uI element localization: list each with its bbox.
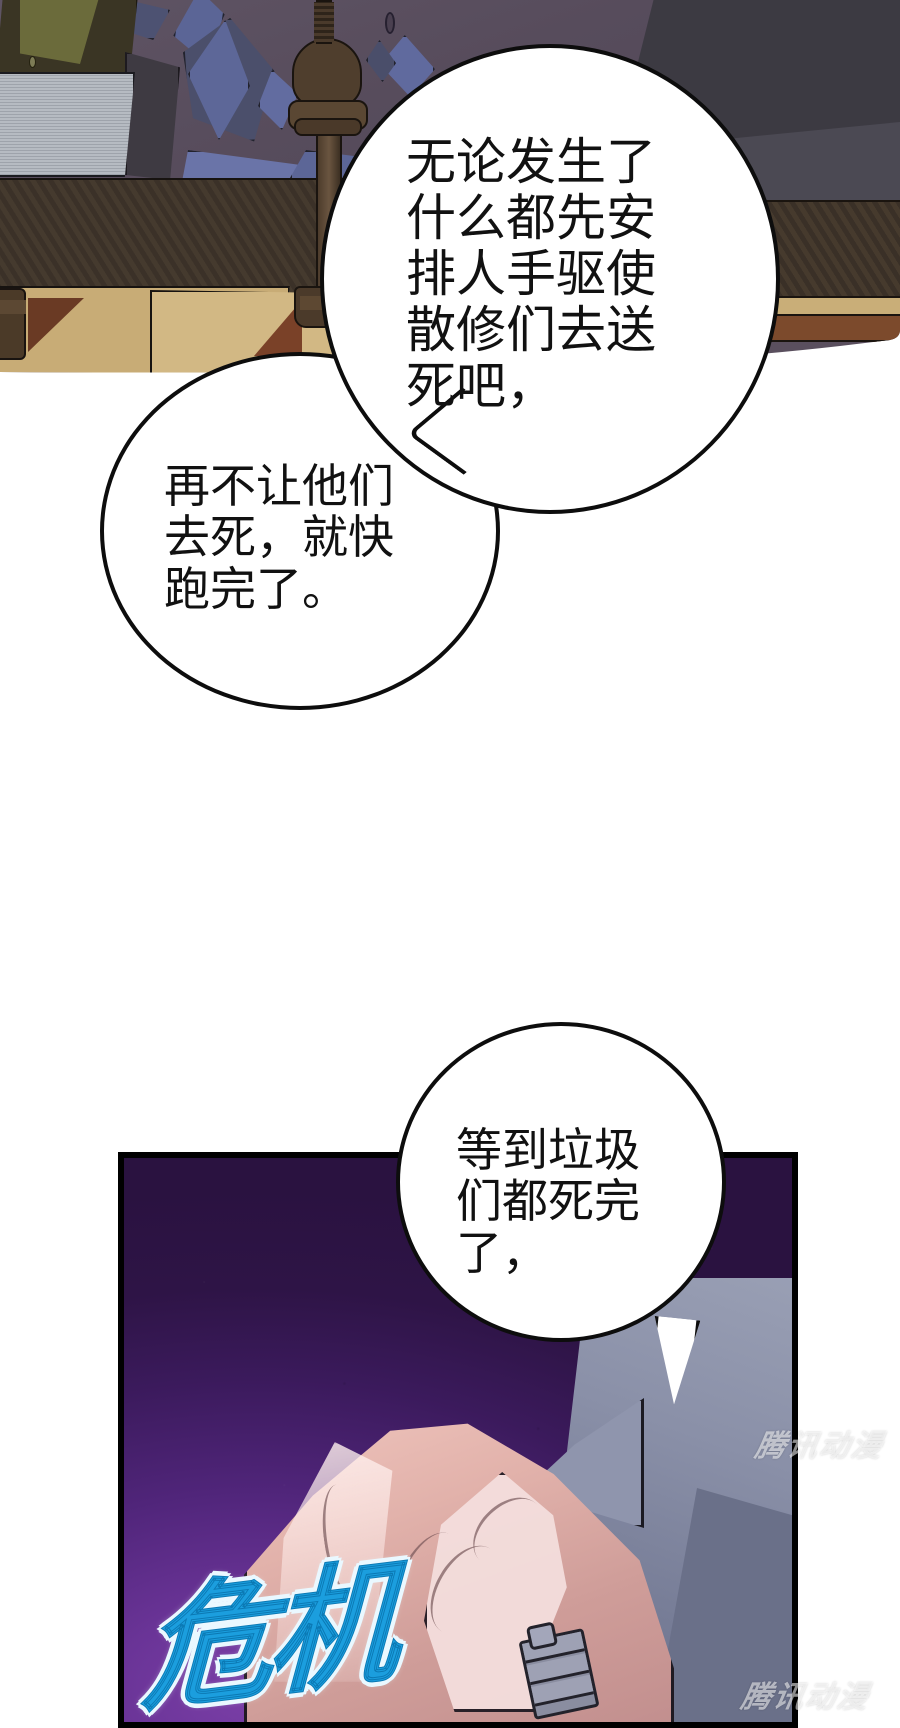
slab-shadow xyxy=(125,52,180,180)
sfx-crisis-text: 危机 xyxy=(140,1543,397,1722)
speech-bubble-2-text: 再不让他们去死，就快跑完了。 xyxy=(164,458,394,616)
slab-stud xyxy=(29,56,36,68)
metal-plaque xyxy=(0,72,135,177)
lamp-post-rings xyxy=(314,2,334,42)
table-post-ring xyxy=(0,300,26,314)
wall-pit xyxy=(385,12,395,34)
speech-bubble-1-text: 无论发生了什么都先安排人手驱使散修们去送死吧， xyxy=(406,133,656,415)
speech-bubble-1: 无论发生了什么都先安排人手驱使散修们去送死吧， xyxy=(320,44,780,514)
lamp-post-bell xyxy=(292,38,362,108)
speech-bubble-3-text: 等到垃圾们都死完了， xyxy=(456,1122,640,1280)
lamp-post-collar xyxy=(294,118,362,136)
table-post-knob xyxy=(0,288,26,360)
speech-bubble-3: 等到垃圾们都死完了， xyxy=(396,1022,726,1342)
